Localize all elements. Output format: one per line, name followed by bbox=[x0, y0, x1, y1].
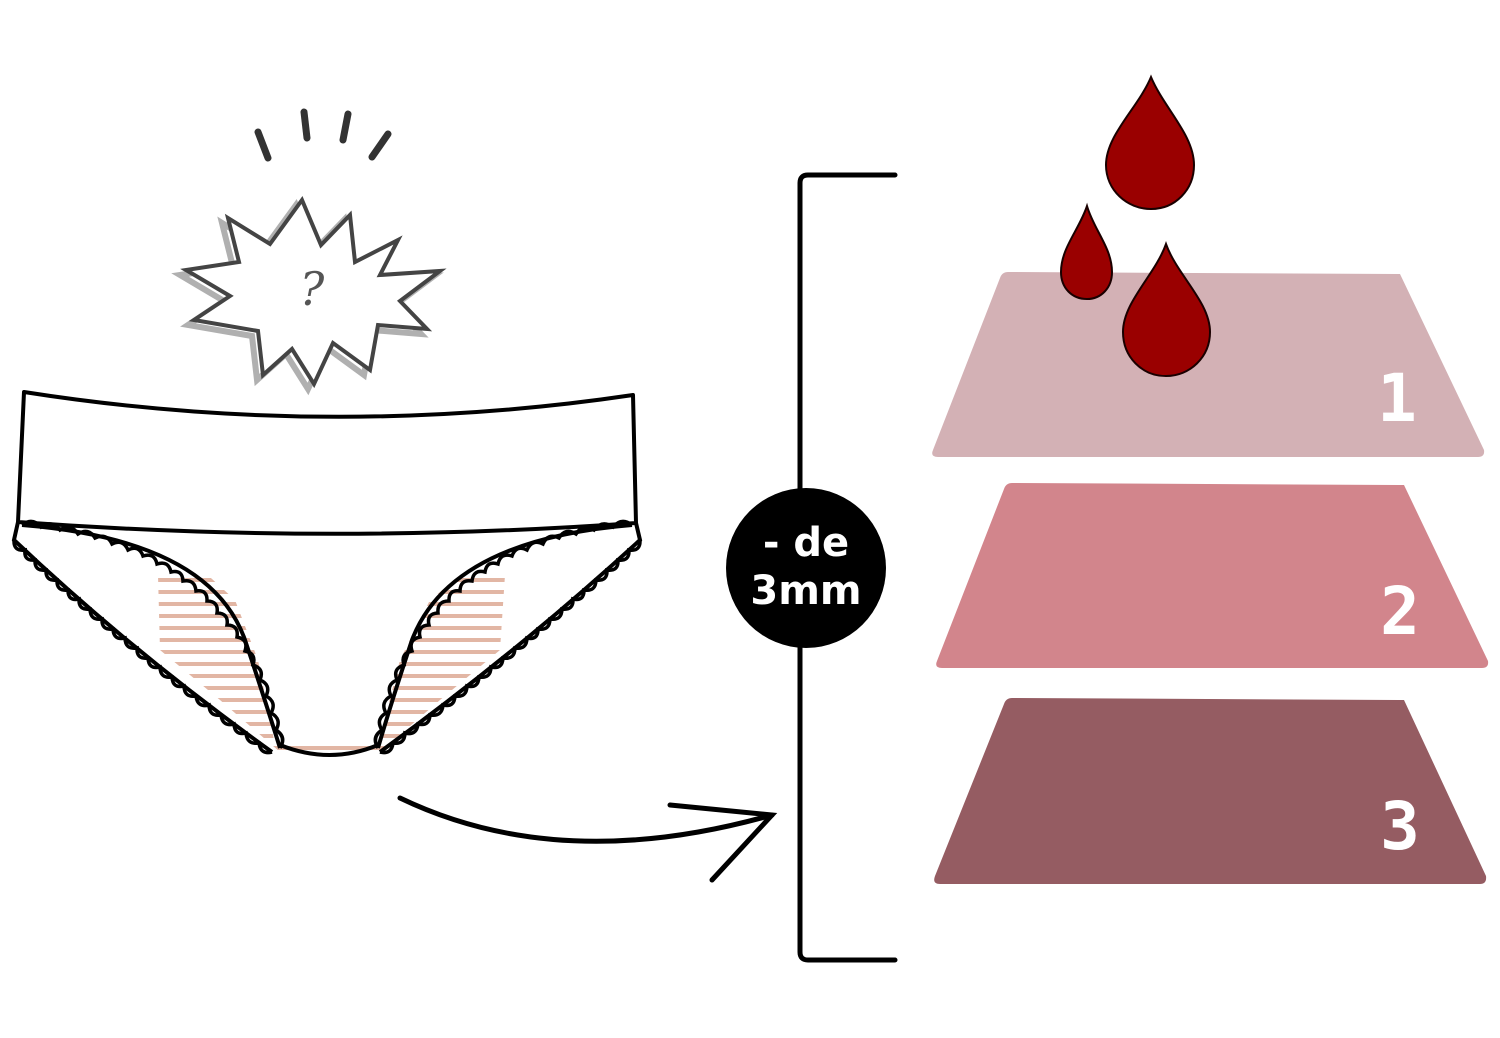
lace-ruffles bbox=[12, 519, 642, 755]
blood-drop-icon bbox=[1104, 74, 1196, 211]
layer-1-number: 1 bbox=[1377, 360, 1417, 437]
burst-rays bbox=[254, 108, 392, 162]
layer-2-number: 2 bbox=[1380, 573, 1420, 650]
left-inner-ruffle bbox=[20, 519, 285, 749]
burst-outline bbox=[180, 195, 447, 389]
layer-2: 2 bbox=[936, 483, 1489, 668]
left-outer-ruffle bbox=[12, 539, 273, 755]
absorbent-gusset bbox=[158, 578, 505, 750]
panty-illustration bbox=[11, 390, 643, 757]
left-leg-opening bbox=[21, 523, 282, 749]
gusset-stripes bbox=[158, 578, 505, 750]
right-outer-ruffle bbox=[379, 539, 642, 755]
layer-1: 1 bbox=[932, 272, 1485, 457]
gusset-dome bbox=[244, 583, 416, 607]
badge-line-2: 3mm bbox=[750, 568, 861, 614]
curved-arrow-icon bbox=[397, 795, 778, 883]
layer-1-plate bbox=[932, 272, 1485, 457]
thickness-badge: - de 3mm bbox=[726, 488, 886, 648]
burst-question-mark: ? bbox=[300, 262, 325, 316]
layer-3-plate bbox=[934, 698, 1487, 884]
right-inner-ruffle bbox=[373, 519, 634, 749]
blood-drop-icon bbox=[1059, 202, 1114, 301]
badge-line-1: - de bbox=[763, 520, 849, 566]
layer-2-plate bbox=[936, 483, 1489, 668]
question-burst-icon: ? bbox=[171, 108, 447, 396]
layer-3-number: 3 bbox=[1380, 788, 1420, 865]
blood-drop-icon bbox=[1121, 241, 1212, 378]
layer-3: 3 bbox=[934, 698, 1487, 884]
waistband bbox=[16, 390, 638, 536]
blood-drops bbox=[1059, 74, 1212, 378]
crotch-bottom bbox=[279, 743, 379, 757]
